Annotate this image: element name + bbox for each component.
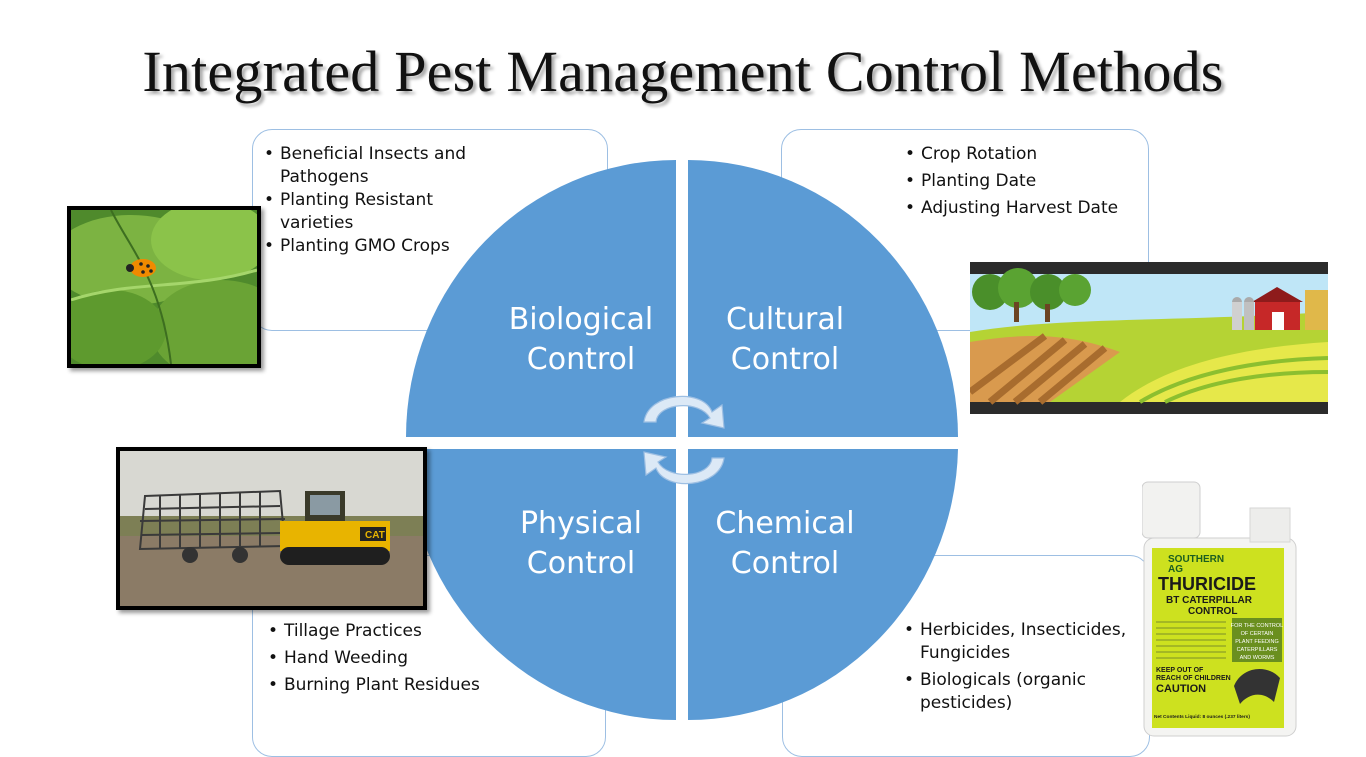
farm-illustration [970, 262, 1328, 414]
list-item: Planting Resistant varieties [262, 189, 482, 235]
cultural-label: Cultural Control [725, 302, 845, 377]
list-item: Hand Weeding [266, 647, 506, 670]
product-subtitle-2: CONTROL [1188, 606, 1237, 617]
list-item: Biologicals (organic pesticides) [902, 669, 1138, 715]
ladybug-photo [67, 206, 261, 368]
list-item: Beneficial Insects and Pathogens [262, 143, 482, 189]
side-note-4: CATERPILLARS [1237, 647, 1278, 653]
list-item: Planting Date [903, 170, 1143, 193]
list-item: Tillage Practices [266, 620, 506, 643]
physical-list: Tillage Practices Hand Weeding Burning P… [266, 620, 506, 697]
product-subtitle-1: BT CATERPILLAR [1166, 595, 1253, 606]
list-item: Adjusting Harvest Date [903, 197, 1143, 220]
product-name: THURICIDE [1158, 574, 1256, 594]
cycle-arrow-top [643, 395, 725, 429]
tractor-photo: CAT [116, 447, 427, 610]
chemical-quadrant [688, 449, 958, 721]
net-contents: Net Contents Liquid: 8 ounces (.237 lite… [1154, 714, 1250, 720]
side-note-5: AND WORMS [1240, 655, 1275, 661]
brand-line2: AG [1168, 564, 1183, 575]
list-item: Planting GMO Crops [262, 235, 482, 258]
side-note-3: PLANT FEEDING [1235, 639, 1279, 645]
page-title: Integrated Pest Management Control Metho… [142, 39, 1224, 104]
biological-quadrant [406, 160, 676, 437]
thuricide-bottle: SOUTHERN AG THURICIDE BT CATERPILLAR CON… [1142, 478, 1300, 738]
biological-list: Beneficial Insects and Pathogens Plantin… [262, 143, 482, 258]
physical-label: Physical Control [519, 506, 643, 581]
brand-line1: SOUTHERN [1168, 554, 1224, 565]
cultural-list: Crop Rotation Planting Date Adjusting Ha… [903, 143, 1143, 220]
warning-2: REACH OF CHILDREN [1156, 675, 1231, 682]
cycle-arrow-bottom [643, 451, 725, 485]
tractor-badge: CAT [365, 530, 385, 541]
list-item: Herbicides, Insecticides, Fungicides [902, 619, 1138, 665]
biological-label: Biological Control [508, 302, 654, 377]
warning-1: KEEP OUT OF [1156, 667, 1204, 674]
chemical-label: Chemical Control [715, 506, 855, 581]
list-item: Burning Plant Residues [266, 674, 506, 697]
cultural-quadrant [688, 160, 958, 437]
side-note-1: FOR THE CONTROL [1231, 623, 1283, 629]
chemical-list: Herbicides, Insecticides, Fungicides Bio… [902, 619, 1138, 715]
physical-quadrant [406, 449, 676, 721]
caution-text: CAUTION [1156, 683, 1206, 695]
list-item: Crop Rotation [903, 143, 1143, 166]
side-note-2: OF CERTAIN [1241, 631, 1274, 637]
